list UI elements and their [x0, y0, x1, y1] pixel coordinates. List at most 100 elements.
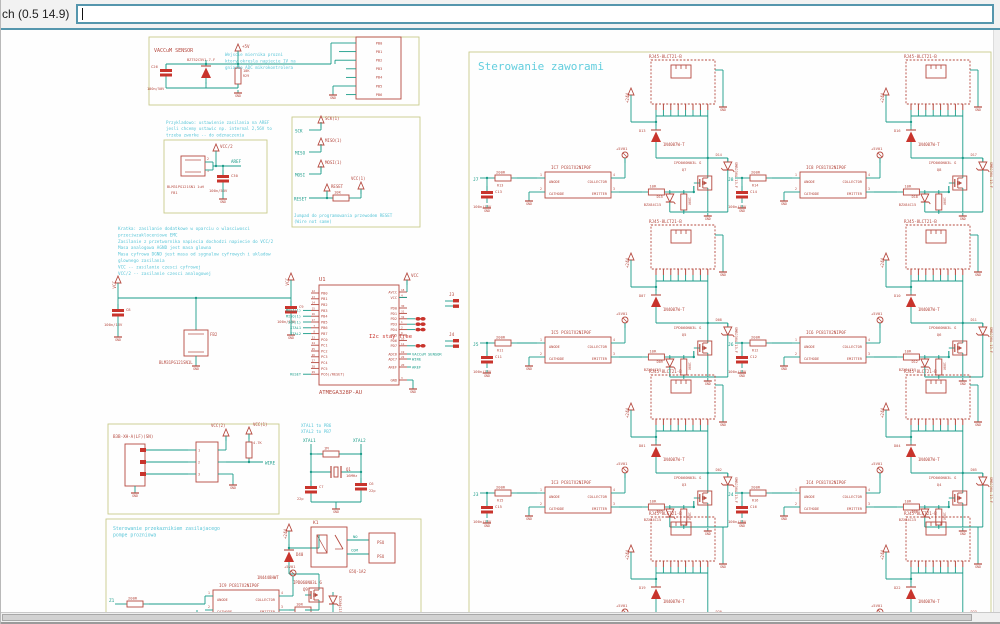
svg-text:+24V: +24V: [625, 550, 630, 561]
command-line-box: [76, 4, 996, 24]
mcu-u1[interactable]: U1ATMEGA328P-AUPB012PB113PB214PB315MOSI(…: [286, 271, 443, 396]
svg-text:D16: D16: [894, 129, 901, 133]
svg-text:J3: J3: [473, 492, 479, 498]
svg-text:29: 29: [312, 370, 316, 374]
svg-text:ktory okresla napiecie 1V na: ktory okresla napiecie 1V na: [225, 59, 296, 64]
command-input[interactable]: [78, 6, 996, 22]
svg-text:C6: C6: [369, 481, 374, 486]
svg-text:PB1: PB1: [321, 297, 328, 301]
xh-connector-block[interactable]: B3B-XH-A(LF)(SN)GND123VCC(2)WIRE4.7KVCC(…: [107, 422, 280, 515]
power-note-text: Kratka: zasilanie dodatkowe w oparciu o …: [118, 226, 274, 277]
svg-text:PB1: PB1: [376, 50, 383, 54]
svg-text:D22: D22: [894, 586, 901, 590]
svg-text:SCK(1): SCK(1): [325, 116, 339, 121]
svg-text:C9: C9: [299, 304, 304, 309]
isp-program-block[interactable]: SCKSCK(1)MISOMISO(1)MOSIMOSI(1)RESETRESE…: [291, 114, 421, 228]
vacuum-sensor-block[interactable]: VACCuM SENSOR+5VC26100n/50VBZT52C5V1-7-F…: [147, 36, 420, 106]
svg-text:PB4: PB4: [321, 315, 328, 319]
svg-text:2: 2: [795, 352, 797, 356]
schematic-drawing[interactable]: Sterowanie zaworamiRJ45-8LCT21-BGND+24VD…: [1, 30, 994, 612]
svg-text:COLLECTOR: COLLECTOR: [588, 495, 608, 499]
svg-text:C8: C8: [126, 307, 131, 312]
svg-text:20: 20: [401, 363, 405, 367]
svg-text:SMBJ30A-13-F: SMBJ30A-13-F: [989, 327, 993, 353]
aref-filter-block[interactable]: Przykladowo: ustawienie zasilania na ARE…: [163, 120, 272, 214]
svg-text:ANODE: ANODE: [804, 180, 815, 184]
valve-driver-cell[interactable]: RJ45-8LCT21-BGND+24VD011N4007W-TIPD060N0…: [473, 369, 738, 536]
svg-text:+24V: +24V: [880, 258, 885, 269]
svg-text:GND: GND: [132, 494, 138, 498]
svg-text:D13: D13: [639, 129, 646, 133]
svg-text:PD7: PD7: [391, 344, 398, 348]
svg-text:IPD060N03L G: IPD060N03L G: [293, 580, 322, 585]
svg-text:2: 2: [208, 605, 210, 609]
svg-text:GND: GND: [410, 390, 416, 394]
svg-text:4: 4: [401, 293, 403, 297]
svg-text:Wejscie miernika prozni: Wejscie miernika prozni: [225, 52, 283, 57]
svg-text:IC4 PC817X2NIP0F: IC4 PC817X2NIP0F: [806, 480, 847, 485]
svg-text:SCK(1): SCK(1): [288, 320, 301, 324]
svg-text:GND: GND: [220, 200, 226, 204]
svg-text:PB5: PB5: [321, 320, 328, 324]
svg-text:GND: GND: [720, 423, 726, 427]
valve-driver-cell[interactable]: RJ45-8LCT21-BGND+24VD191N4007W-TIPD060N0…: [473, 511, 738, 612]
svg-text:ANODE: ANODE: [804, 495, 815, 499]
svg-text:D04: D04: [894, 444, 901, 448]
vertical-scrollbar[interactable]: [993, 30, 1000, 612]
svg-text:4: 4: [868, 488, 870, 492]
svg-text:10R: 10R: [904, 349, 912, 354]
svg-text:D40: D40: [296, 552, 304, 557]
svg-text:+5V01: +5V01: [616, 603, 628, 608]
horizontal-scrollbar-thumb[interactable]: [2, 614, 972, 621]
svg-text:IC9 PC817X2NIP0F: IC9 PC817X2NIP0F: [219, 583, 260, 588]
svg-text:G5Q-1A2: G5Q-1A2: [349, 569, 366, 574]
svg-text:D14: D14: [716, 153, 722, 157]
svg-text:RJ45-8LCT21-B: RJ45-8LCT21-B: [649, 54, 682, 59]
svg-text:10R: 10R: [649, 499, 657, 504]
svg-text:GND: GND: [960, 217, 966, 221]
svg-text:3: 3: [868, 502, 870, 506]
svg-text:1N4448HWT: 1N4448HWT: [257, 575, 279, 580]
svg-text:PD2: PD2: [391, 317, 398, 321]
svg-text:IC5 PC817X2NIP0F: IC5 PC817X2NIP0F: [551, 330, 592, 335]
valve-driver-cell[interactable]: RJ45-8LCT21-BGND+24VD221N4007W-TIPD060N0…: [728, 511, 993, 612]
svg-text:+5V01: +5V01: [616, 461, 628, 466]
svg-text:gniazdo ADC mikrokontrolera: gniazdo ADC mikrokontrolera: [225, 65, 294, 70]
svg-text:EMITTER: EMITTER: [847, 357, 863, 361]
svg-text:J4: J4: [449, 332, 455, 338]
valve-driver-cell[interactable]: RJ45-8LCT21-BGND+24VD071N4007W-TIPD060N0…: [473, 219, 738, 386]
pump-relay-block[interactable]: Sterowanie przekaznikiem zasilajacegopom…: [105, 518, 422, 612]
svg-text:VACCuM SENSOR: VACCuM SENSOR: [154, 48, 194, 54]
svg-text:MISO(1): MISO(1): [286, 315, 301, 319]
svg-text:Z1: Z1: [109, 598, 115, 604]
svg-text:BZT52C5V1-7-F: BZT52C5V1-7-F: [187, 58, 215, 62]
svg-text:AREF: AREF: [388, 365, 397, 369]
valve-driver-cell[interactable]: RJ45-8LCT21-BGND+24VD161N4007W-TIPD060N0…: [728, 54, 993, 221]
svg-text:GND: GND: [484, 209, 490, 213]
svg-text:100n/16V: 100n/16V: [277, 319, 296, 324]
svg-text:D09: D09: [657, 360, 663, 364]
svg-text:C15: C15: [495, 504, 502, 509]
valve-driver-cell[interactable]: RJ45-8LCT21-BGND+24VD101N4007W-TIPD060N0…: [728, 219, 993, 386]
svg-text:GND: GND: [391, 378, 398, 382]
svg-text:ANODE: ANODE: [804, 345, 815, 349]
svg-text:IC6 PC817X2NIP0F: IC6 PC817X2NIP0F: [806, 330, 847, 335]
svg-text:EMITTER: EMITTER: [847, 507, 863, 511]
svg-text:BZX84C15: BZX84C15: [899, 368, 916, 372]
svg-text:PC3: PC3: [321, 355, 328, 359]
svg-text:XTAL2: XTAL2: [290, 332, 301, 336]
svg-text:Jumpad do programowania przewo: Jumpad do programowania przewodem RESET: [294, 213, 393, 218]
svg-text:19: 19: [401, 350, 405, 354]
svg-text:GND: GND: [781, 517, 787, 521]
valve-driver-cell[interactable]: RJ45-8LCT21-BGND+24VD041N4007W-TIPD060N0…: [728, 369, 993, 536]
valve-driver-cell[interactable]: RJ45-8LCT21-BGND+24VD131N4007W-TIPD060N0…: [473, 54, 738, 221]
svg-text:25: 25: [312, 347, 316, 351]
horizontal-scrollbar[interactable]: [1, 612, 1000, 622]
svg-text:GND: GND: [526, 517, 532, 521]
svg-text:22p: 22p: [369, 489, 376, 493]
svg-text:8: 8: [313, 330, 315, 334]
svg-text:200R: 200R: [496, 170, 506, 175]
